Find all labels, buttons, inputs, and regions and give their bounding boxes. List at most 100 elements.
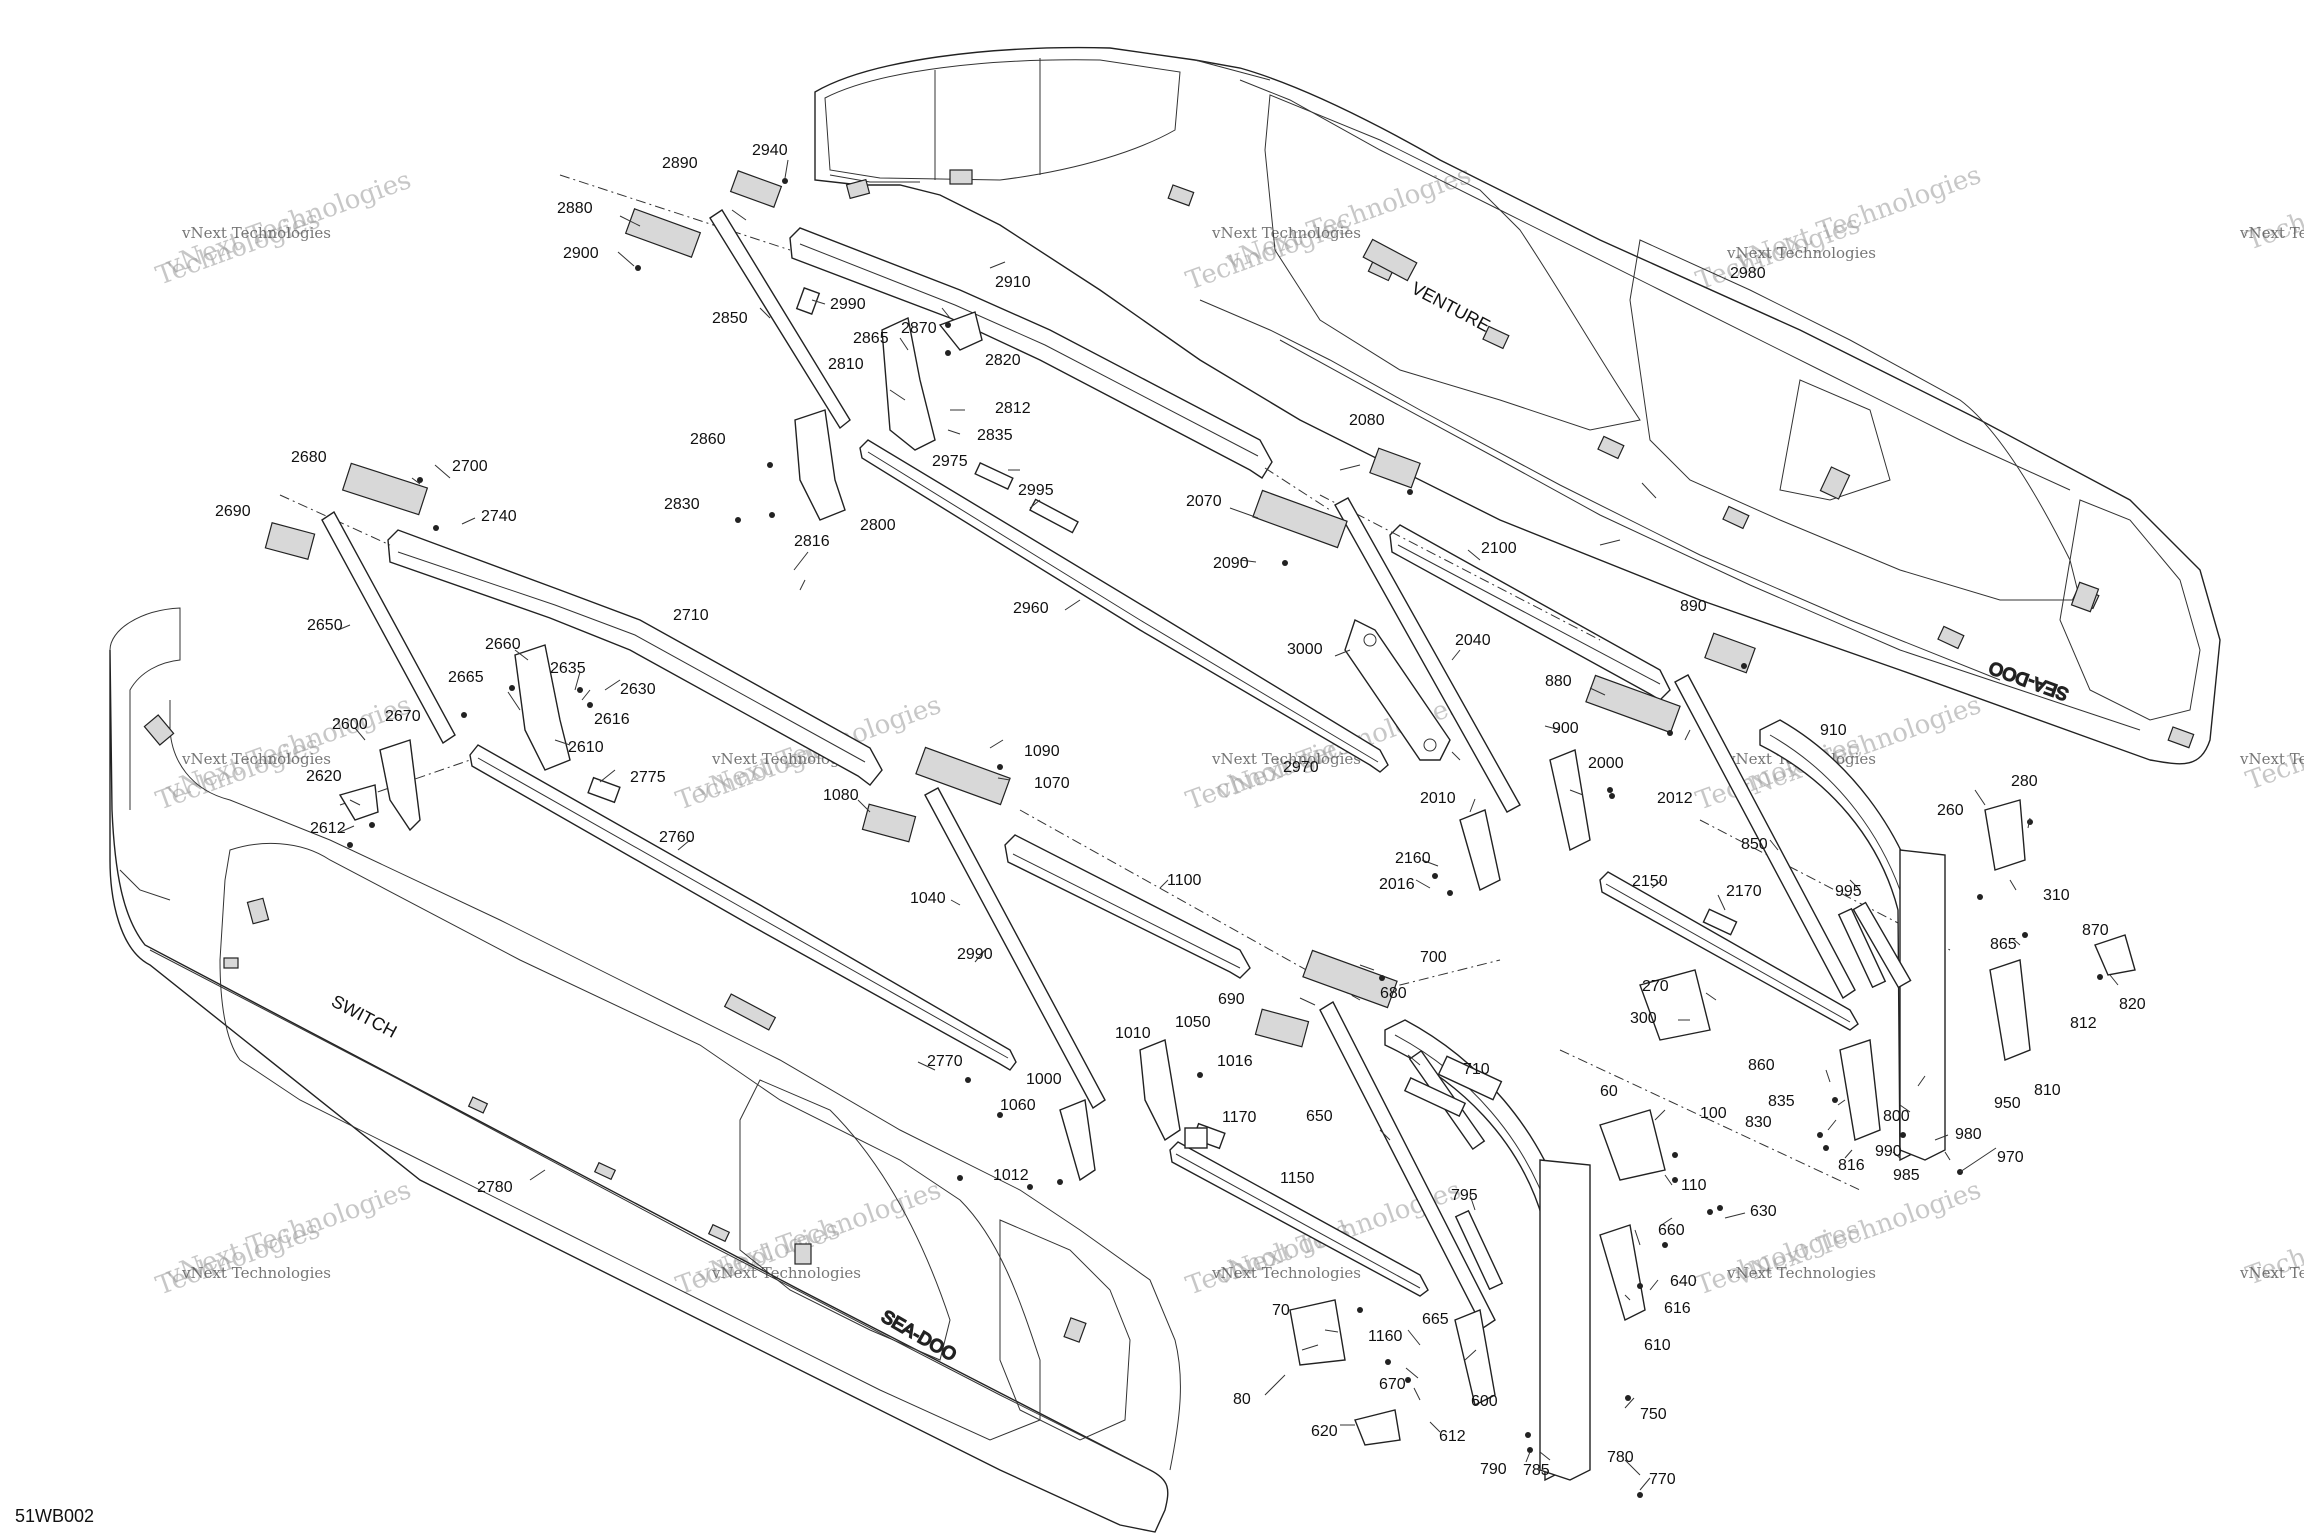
callout-995: 995 <box>1835 883 1862 900</box>
callout-616: 616 <box>1664 1300 1691 1317</box>
front-panel-model-logo: SWITCH <box>328 991 400 1042</box>
callout-812: 812 <box>2070 1015 2097 1032</box>
callout-2800: 2800 <box>860 517 896 534</box>
callout-810: 810 <box>2034 1082 2061 1099</box>
svg-text:vNext Technologies: vNext Technologies <box>181 1264 331 1282</box>
svg-text:vNext Technologies: vNext Technologies <box>181 750 331 768</box>
watermark-9: Technologies vNext Technologies <box>2239 710 2304 797</box>
callout-2995: 2995 <box>1018 482 1054 499</box>
callout-300: 300 <box>1630 1010 1657 1027</box>
callout-1016: 1016 <box>1217 1053 1253 1070</box>
callout-2870: 2870 <box>901 320 937 337</box>
svg-text:vNext Technologies: vNext Technologies <box>181 224 331 242</box>
callout-80: 80 <box>1233 1391 1251 1408</box>
callout-2780: 2780 <box>477 1179 513 1196</box>
callout-2812: 2812 <box>995 400 1031 417</box>
callout-2820: 2820 <box>985 352 1021 369</box>
svg-text:vNext Technologies: vNext Technologies <box>711 1264 861 1282</box>
callout-2910: 2910 <box>995 274 1031 291</box>
callout-2960: 2960 <box>1013 600 1049 617</box>
callout-2070: 2070 <box>1186 493 1222 510</box>
callout-2100: 2100 <box>1481 540 1517 557</box>
callout-2650: 2650 <box>307 617 343 634</box>
callout-816: 816 <box>1838 1157 1865 1174</box>
callout-710: 710 <box>1463 1061 1490 1078</box>
callout-1070: 1070 <box>1034 775 1070 792</box>
callout-785: 785 <box>1523 1462 1550 1479</box>
callout-2835: 2835 <box>977 427 1013 444</box>
callout-865: 865 <box>1990 936 2017 953</box>
callout-60: 60 <box>1600 1083 1618 1100</box>
callout-2690: 2690 <box>215 503 251 520</box>
callout-2670: 2670 <box>385 708 421 725</box>
callout-2616: 2616 <box>594 711 630 728</box>
callout-2810: 2810 <box>828 356 864 373</box>
callout-1150: 1150 <box>1280 1170 1315 1187</box>
callout-2970: 2970 <box>1283 759 1319 776</box>
callout-600: 600 <box>1471 1393 1498 1410</box>
callout-2610: 2610 <box>568 739 604 756</box>
callout-1160: 1160 <box>1368 1328 1403 1345</box>
callout-2880: 2880 <box>557 200 593 217</box>
callout-910: 910 <box>1820 722 1847 739</box>
callout-2012: 2012 <box>1657 790 1693 807</box>
callout-2660: 2660 <box>485 636 521 653</box>
callout-700: 700 <box>1420 949 1447 966</box>
watermark-10: vNext Technologies Technologies vNext Te… <box>152 1175 415 1302</box>
callout-2665: 2665 <box>448 669 484 686</box>
callout-2710: 2710 <box>673 607 709 624</box>
svg-text:vNext Technologies: vNext Technologies <box>2239 750 2304 768</box>
callout-2740: 2740 <box>481 508 517 525</box>
callout-690: 690 <box>1218 991 1245 1008</box>
callout-770: 770 <box>1649 1471 1676 1488</box>
svg-text:vNext Technologies: vNext Technologies <box>1211 750 1361 768</box>
callout-795: 795 <box>1451 1187 1478 1204</box>
callout-2975: 2975 <box>932 453 968 470</box>
callout-790: 790 <box>1480 1461 1507 1478</box>
callout-2700: 2700 <box>452 458 488 475</box>
leader-lines <box>337 159 2119 1491</box>
callout-110: 110 <box>1681 1177 1707 1194</box>
callout-280: 280 <box>2011 773 2038 790</box>
svg-text:vNext Technologies: vNext Technologies <box>2239 1264 2304 1282</box>
callout-2612: 2612 <box>310 820 346 837</box>
fasteners <box>347 178 2103 1498</box>
callout-800: 800 <box>1883 1108 1910 1125</box>
front-panel-logo: SEA-DOO <box>878 1306 960 1365</box>
callout-750: 750 <box>1640 1406 1667 1423</box>
callout-2600: 2600 <box>332 716 368 733</box>
callouts: 2890 2940 2880 2900 2980 2910 2990 2850 … <box>215 142 2146 1488</box>
callout-310: 310 <box>2043 887 2070 904</box>
callout-1012: 1012 <box>993 1167 1029 1184</box>
callout-1000: 1000 <box>1026 1071 1062 1088</box>
arms <box>321 209 1856 1330</box>
callout-2860: 2860 <box>690 431 726 448</box>
callout-270: 270 <box>1642 978 1669 995</box>
callout-2830: 2830 <box>664 496 700 513</box>
callout-630: 630 <box>1750 1203 1777 1220</box>
callout-850: 850 <box>1741 836 1768 853</box>
brackets <box>264 170 2136 1446</box>
callout-2170: 2170 <box>1726 883 1762 900</box>
callout-780: 780 <box>1607 1449 1634 1466</box>
callout-1010: 1010 <box>1115 1025 1151 1042</box>
callout-2620: 2620 <box>306 768 342 785</box>
svg-text:Technologies: Technologies <box>1692 1215 1864 1302</box>
callout-2080: 2080 <box>1349 412 1385 429</box>
callout-2016: 2016 <box>1379 876 1415 893</box>
callout-1100: 1100 <box>1167 872 1202 889</box>
callout-2000: 2000 <box>1588 755 1624 772</box>
watermark-1: vNext Technologies Technologies vNext Te… <box>152 165 415 292</box>
callout-2770: 2770 <box>927 1053 963 1070</box>
watermark-2: vNext Technologies Technologies vNext Te… <box>1182 160 1475 297</box>
diagram-code: 51WB002 <box>15 1506 94 1526</box>
callout-260: 260 <box>1937 802 1964 819</box>
callout-665: 665 <box>1422 1311 1449 1328</box>
callout-2680: 2680 <box>291 449 327 466</box>
callout-2630: 2630 <box>620 681 656 698</box>
watermark-11: vNext Technologies Technologies vNext Te… <box>672 1175 945 1302</box>
callout-2865: 2865 <box>853 330 889 347</box>
callout-985: 985 <box>1893 1167 1920 1184</box>
watermark-13: vNext Technologies Technologies vNext Te… <box>1692 1175 1985 1302</box>
